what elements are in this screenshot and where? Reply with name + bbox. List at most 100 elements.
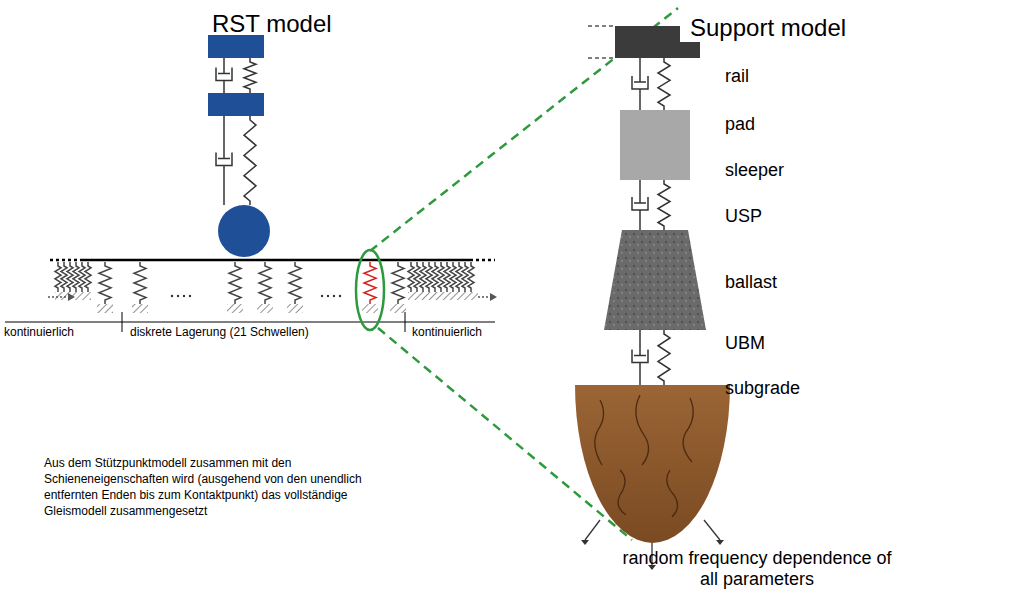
infinite-arrow [68,293,75,301]
region-label: kontinuierlich [4,326,74,340]
damper [632,330,648,385]
dimension-line [5,322,495,323]
spring [450,262,456,292]
spring [414,262,420,292]
support-model [575,26,730,570]
spring [244,116,256,205]
spring [658,58,670,110]
damper-piston [218,73,230,75]
spring [134,262,146,304]
damper [632,180,648,230]
dimension-tick [122,312,123,332]
spring [67,262,73,292]
boundary-spring [704,520,720,540]
ellipsis-dot [339,295,341,297]
continuous-support-ground [55,292,91,300]
spring [73,262,79,292]
damper-rod [639,330,641,356]
car-body [208,35,264,58]
support-ground [227,304,243,313]
layer-label: ballast [725,272,777,293]
spring [364,262,376,304]
rail-line-dotted [470,259,495,262]
damper-rod [223,116,225,159]
support-ground [362,304,378,313]
ellipsis-dot [189,295,191,297]
support-ground [287,304,303,313]
layer-label: sleeper [725,160,784,181]
support-ground [132,304,148,313]
spring [289,262,301,304]
damper-rod [223,166,225,206]
damper-piston [634,355,646,357]
damper-piston [634,81,646,83]
spring [432,262,438,292]
boundary-support [716,540,724,545]
spring [79,262,85,292]
bogie [208,93,264,116]
ellipsis-dot [333,295,335,297]
ellipsis-dot [321,295,323,297]
infinite-arrow [490,293,497,301]
infinite-arrow [48,296,68,298]
vehicle-model [208,35,270,257]
damper-rod [639,210,641,230]
wheel [218,205,270,257]
spring [244,58,256,93]
damper-cup [632,76,648,89]
rail-dash [588,58,615,59]
spring [392,262,404,304]
region-label: diskrete Lagerung (21 Schwellen) [130,326,309,340]
boundary-spring [585,520,600,540]
spring [85,262,91,292]
damper-rod [223,81,225,94]
damper-rod [223,58,225,74]
ellipsis-dot [177,295,179,297]
rail-line [80,259,470,262]
infinite-arrow [478,296,490,298]
spring [55,262,61,292]
layer-label: subgrade [725,378,800,399]
damper-rod [639,89,641,110]
layer-label: USP [725,206,762,227]
rail-line-dotted [50,259,80,262]
support-ground [257,304,273,313]
spring [420,262,426,292]
ellipsis-dot [327,295,329,297]
spring [438,262,444,292]
damper [632,58,648,110]
damper-rod [639,180,641,203]
rail-block [615,26,700,58]
damper-rod [639,58,641,82]
layer-label: pad [725,114,755,135]
heading: Support model [690,14,846,42]
spring [658,180,670,230]
support-ground [97,304,113,313]
sleeper-block [604,230,706,330]
ellipsis-dot [183,295,185,297]
spring [259,262,271,304]
spring [426,262,432,292]
spring [444,262,450,292]
spring [456,262,462,292]
note: Aus dem Stützpunktmodell zusammen mit de… [44,455,374,519]
damper-cup [216,153,232,166]
subgrade-halfspace [575,385,730,543]
spring [61,262,67,292]
spring [468,262,474,292]
damper-piston [218,158,230,160]
support-ground [390,304,406,313]
damper [216,116,232,205]
zoom-ellipse [356,250,384,330]
rail-dash [588,26,615,27]
ellipsis-dot [171,295,173,297]
spring [462,262,468,292]
spring [658,330,670,385]
region-label: kontinuierlich [412,326,482,340]
layer-label: rail [725,66,749,87]
damper-piston [634,202,646,204]
layer-label: UBM [725,333,765,354]
spring [99,262,111,304]
spring [408,262,414,292]
